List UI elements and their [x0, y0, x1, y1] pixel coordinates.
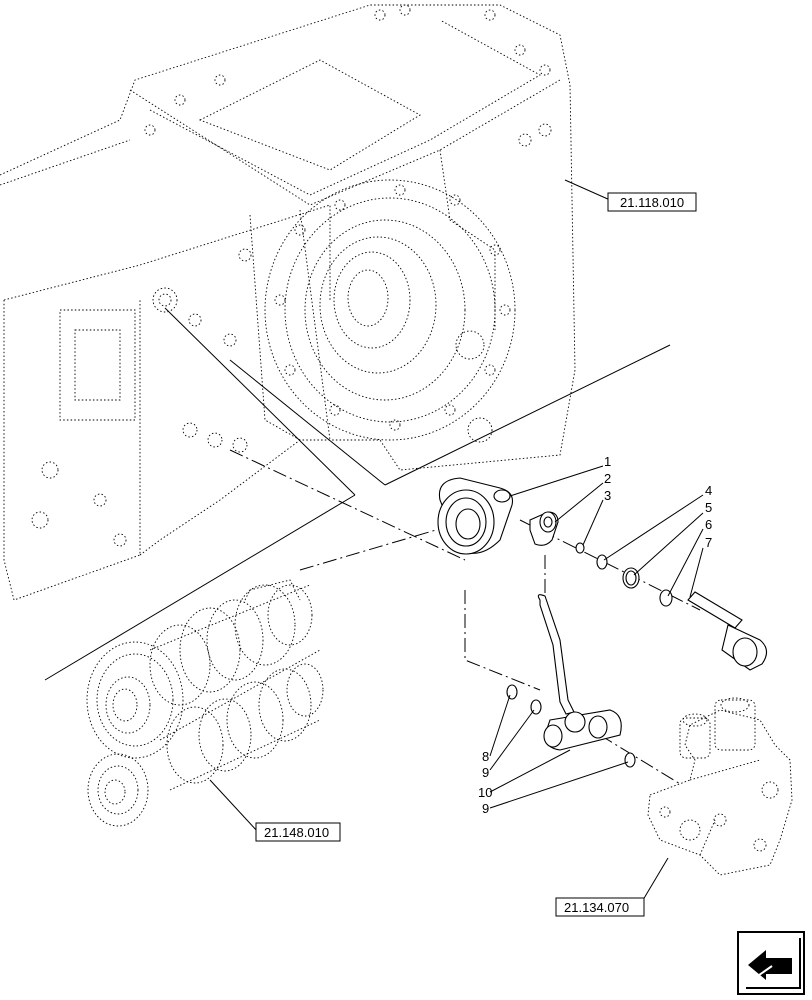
reference-housing[interactable]: 21.118.010	[564, 179, 697, 212]
part-10-tube-assembly	[537, 594, 622, 751]
callout-1: 1	[604, 454, 611, 469]
part-7-banjo-bolt	[687, 591, 768, 671]
view-boundary-line	[384, 344, 671, 486]
callout-9b: 9	[482, 801, 489, 816]
reference-gear-set-label: 21.148.010	[264, 825, 329, 840]
reference-valve-block-label: 21.134.070	[564, 900, 629, 915]
callout-5: 5	[705, 500, 712, 515]
sealing-rings-upper	[575, 542, 673, 607]
transmission-housing	[0, 4, 576, 601]
callout-4: 4	[705, 483, 712, 498]
back-arrow-icon[interactable]	[737, 931, 805, 995]
callout-10: 10	[478, 785, 492, 800]
reference-housing-label: 21.118.010	[620, 195, 684, 210]
callout-7: 7	[705, 535, 712, 550]
gear-set	[44, 494, 356, 827]
view-boundary-line-left	[229, 359, 386, 486]
port-leader-line	[164, 307, 356, 496]
part-2-elbow	[529, 511, 559, 546]
callout-leaders	[489, 465, 704, 809]
reference-valve-block[interactable]: 21.134.070	[555, 857, 669, 917]
callout-labels: 1 2 3 4 5 6 7 8 9 10 9	[478, 454, 712, 816]
callout-9a: 9	[482, 765, 489, 780]
part-1-collar	[437, 477, 514, 555]
callout-3: 3	[604, 488, 611, 503]
valve-block	[647, 697, 793, 876]
callout-8: 8	[482, 749, 489, 764]
callout-6: 6	[705, 517, 712, 532]
reference-gear-set[interactable]: 21.148.010	[209, 779, 341, 842]
callout-2: 2	[604, 471, 611, 486]
